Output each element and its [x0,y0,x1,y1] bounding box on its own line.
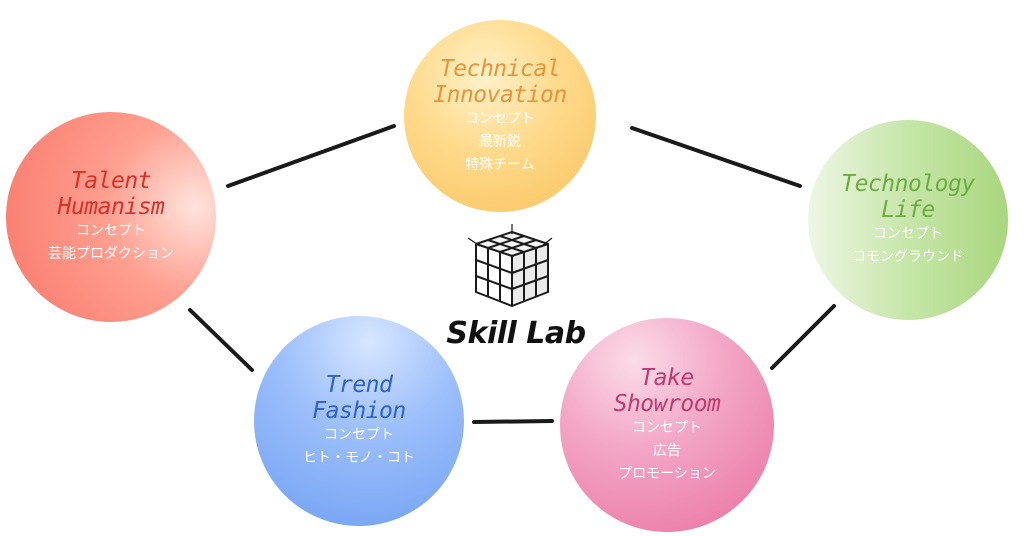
node-title: Take Showroom [613,364,721,417]
node-description: コモングラウンド [852,249,964,265]
node-technical-innovation: Technical Innovation コンセプト 最新鋭 特殊チーム [404,20,596,212]
node-concept-label: コンセプト [76,223,146,239]
node-title: Talent Humanism [57,168,165,220]
node-description: ヒト・モノ・コト [303,450,415,466]
connector-technical-techlife [630,126,802,188]
connector-take-techlife [770,304,836,370]
node-description: 最新鋭 特殊チーム [465,133,535,173]
logo-wordmark: Skill Lab [446,316,586,351]
node-talent-humanism: Talent Humanism コンセプト 芸能プロダクション [6,112,216,322]
node-concept-label: コンセプト [632,419,702,436]
node-trend-fashion: Trend Fashion コンセプト ヒト・モノ・コト [254,316,464,526]
connector-talent-trend [188,308,254,372]
connector-trend-take [472,419,554,424]
node-concept-label: コンセプト [873,226,943,242]
node-title: Technology Life [841,171,975,223]
node-title: Trend Fashion [312,372,406,424]
node-technology-life: Technology Life コンセプト コモングラウンド [808,120,1008,320]
connector-talent-technical [226,124,396,188]
connectors [188,124,836,424]
node-description: 芸能プロダクション [48,246,174,262]
node-description: 広告 プロモーション [618,442,716,482]
node-take-showroom: Take Showroom コンセプト 広告 プロモーション [560,318,774,532]
node-concept-label: コンセプト [465,110,535,127]
node-title: Technical Innovation [433,55,567,108]
rubiks-cube-icon [467,224,553,307]
node-concept-label: コンセプト [324,427,394,443]
